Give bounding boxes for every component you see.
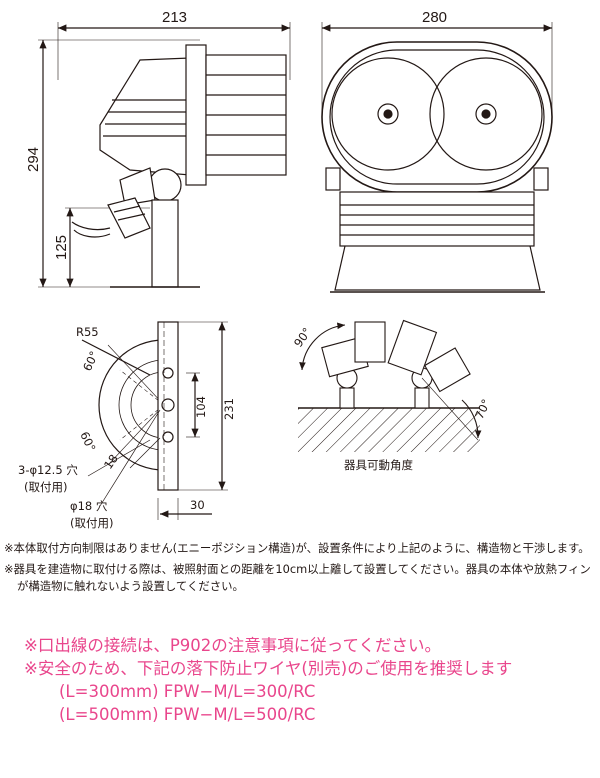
note-interference: ※本体取付方向制限はありません(エニーポジション構造)が、設置条件により上記のよ…	[4, 541, 590, 555]
dim-angle-top: 60°	[80, 349, 101, 373]
dim-pitch: 104	[194, 396, 208, 418]
highlight-wire-500: (L=500mm) FPW−M/L=500/RC	[59, 705, 316, 724]
hole-large-label: φ18 穴	[70, 499, 108, 513]
dim-base-offset: 18	[101, 452, 121, 472]
dim-arm-height: 125	[53, 235, 70, 260]
highlight-wiring: ※口出線の接続は、P902の注意事項に従ってください。	[24, 636, 441, 655]
dim-side-width: 213	[162, 9, 187, 26]
movable-angle-view	[298, 319, 482, 452]
technical-drawings: 213 294 125 280	[18, 9, 553, 530]
front-view	[321, 22, 553, 293]
hole-small-note: (取付用)	[24, 480, 67, 494]
side-view	[38, 22, 291, 288]
highlight-wire-300: (L=300mm) FPW−M/L=300/RC	[59, 682, 316, 701]
dim-height: 294	[25, 147, 42, 172]
dim-base-width: 30	[190, 498, 205, 512]
highlight-safety-wire: ※安全のため、下記の落下防止ワイヤ(別売)のご使用を推奨します	[24, 659, 513, 678]
dim-front-width: 280	[422, 9, 447, 26]
dim-mount-height: 231	[222, 398, 236, 420]
angle-down: 70°	[472, 397, 493, 421]
note-clearance: ※器具を建造物に取付ける際は、被照射面との距離を10cm以上離して設置してくださ…	[4, 562, 591, 593]
movable-caption: 器具可動角度	[344, 458, 413, 472]
hole-large-note: (取付用)	[70, 516, 113, 530]
dim-radius: R55	[76, 325, 99, 339]
angle-up: 90°	[291, 325, 314, 350]
hole-small-label: 3-φ12.5 穴	[18, 463, 78, 477]
safety-highlights: ※口出線の接続は、P902の注意事項に従ってください。 ※安全のため、下記の落下…	[4, 634, 596, 726]
dim-angle-bottom: 60°	[77, 429, 98, 453]
base-plate-view	[81, 321, 228, 520]
installation-notes: ※本体取付方向制限はありません(エニーポジション構造)が、設置条件により上記のよ…	[4, 540, 596, 597]
